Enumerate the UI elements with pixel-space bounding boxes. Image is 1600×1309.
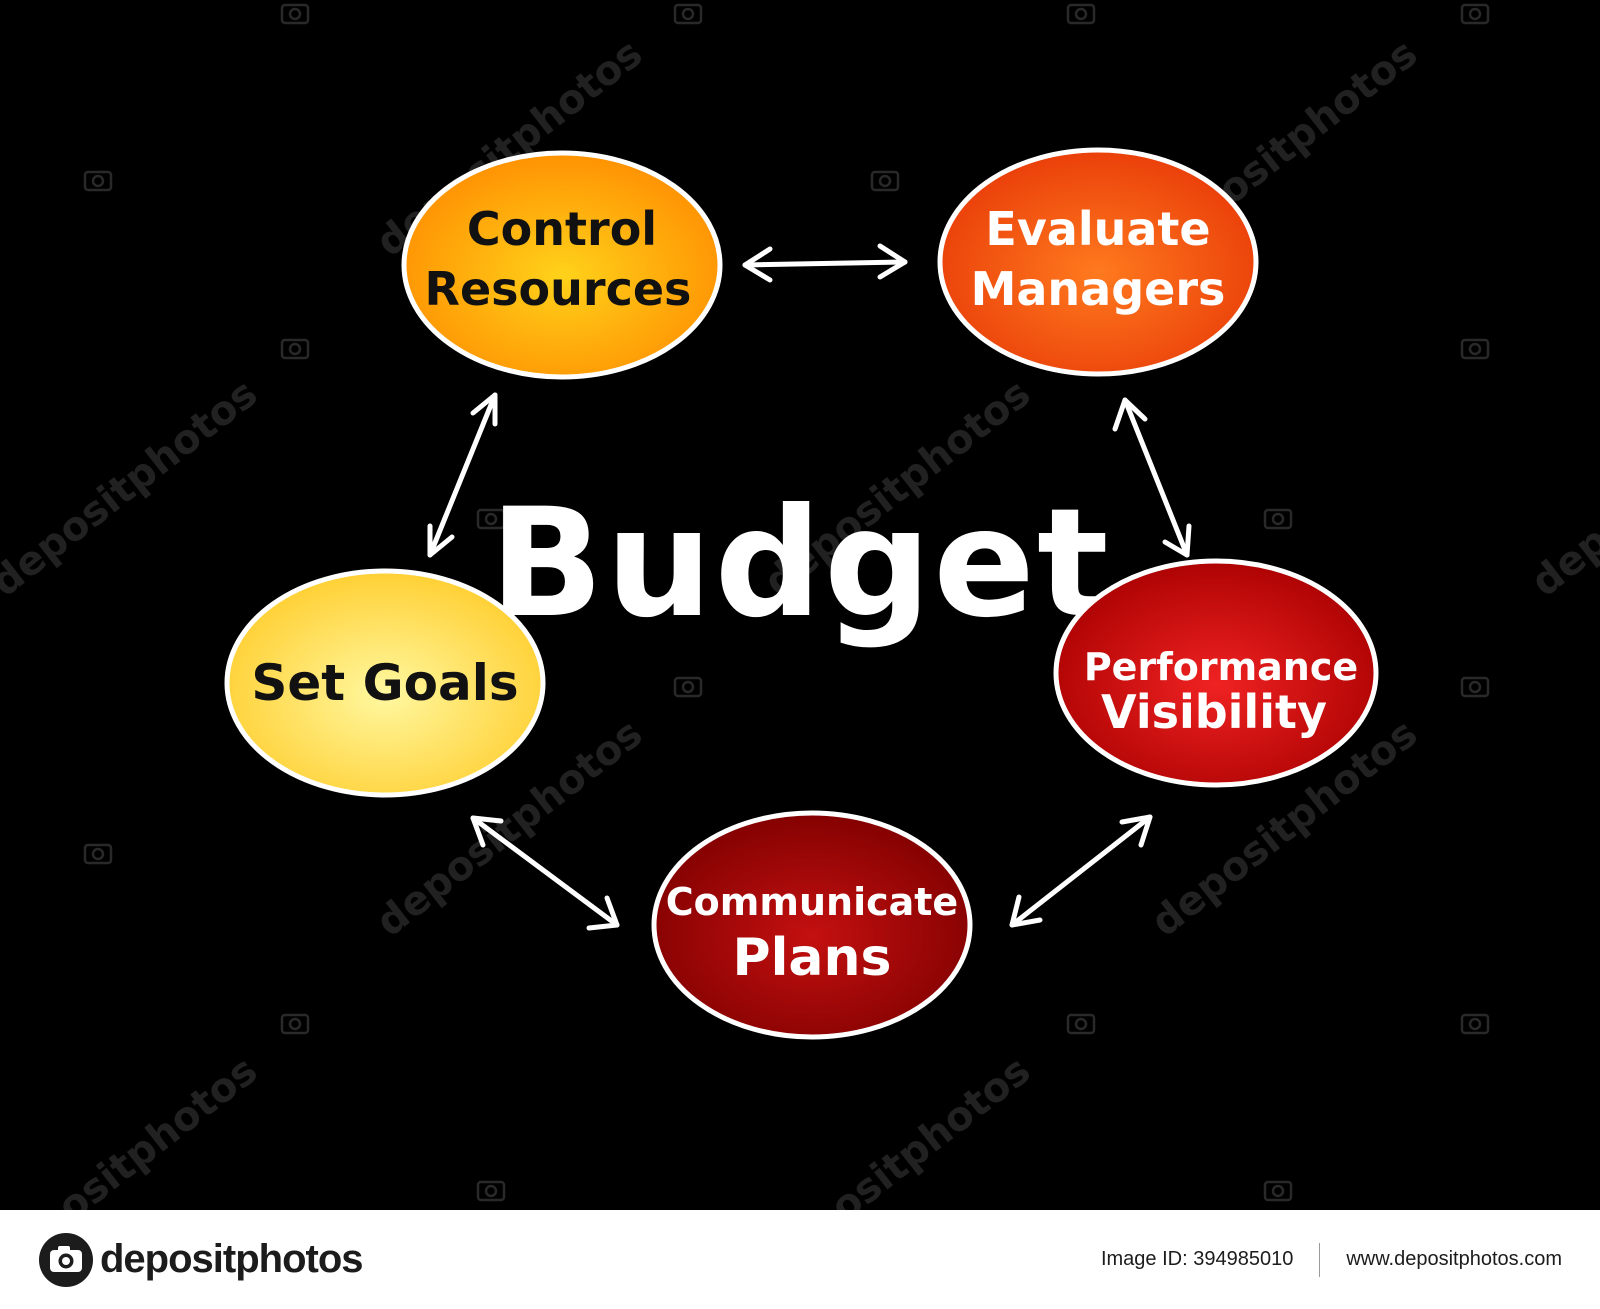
node-label: Managers: [971, 262, 1226, 316]
watermark-text: depositphotos: [1523, 370, 1600, 605]
node-control-resources: Control Resources: [401, 150, 723, 380]
diagram-canvas: depositphotos depositphotos depositphoto…: [0, 3, 1600, 1210]
footer-bar: depositphotos Image ID: 394985010 www.de…: [0, 1210, 1600, 1309]
node-label: Plans: [733, 928, 892, 988]
footer-info: Image ID: 394985010 www.depositphotos.co…: [1100, 1242, 1562, 1277]
edge-communicate-setgoals: [470, 815, 620, 931]
diagram-title: Budget: [489, 477, 1110, 651]
node-set-goals: Set Goals: [224, 568, 546, 798]
edge-control-evaluate: [742, 243, 908, 283]
node-performance-visibility: Performance Visibility: [1053, 558, 1379, 788]
node-evaluate-managers: Evaluate Managers: [937, 147, 1259, 377]
node-label: Performance: [1084, 645, 1358, 689]
watermark-text: depositphotos: [756, 1047, 1039, 1210]
node-label: Evaluate: [985, 202, 1210, 256]
edge-setgoals-control: [427, 392, 498, 558]
edge-performance-communicate: [1009, 814, 1153, 928]
edge-evaluate-performance: [1112, 397, 1192, 558]
node-label: Communicate: [666, 880, 958, 924]
brand: depositphotos: [38, 1232, 364, 1288]
footer-divider: [1319, 1242, 1321, 1277]
website-link[interactable]: www.depositphotos.com: [1346, 1248, 1562, 1270]
depositphotos-logo-icon: [39, 1232, 93, 1287]
node-communicate-plans: Communicate Plans: [651, 810, 973, 1040]
node-label: Control: [467, 202, 657, 256]
node-label: Set Goals: [251, 654, 518, 712]
node-label: Visibility: [1101, 685, 1327, 739]
budget-cycle-diagram: depositphotos depositphotos depositphoto…: [0, 3, 1600, 1210]
node-label: Resources: [425, 262, 692, 316]
image-id: Image ID: 394985010: [1100, 1248, 1294, 1270]
watermark-text: depositphotos: [0, 370, 266, 605]
watermark-text: depositphotos: [0, 1047, 266, 1210]
brand-name: depositphotos: [100, 1237, 364, 1281]
